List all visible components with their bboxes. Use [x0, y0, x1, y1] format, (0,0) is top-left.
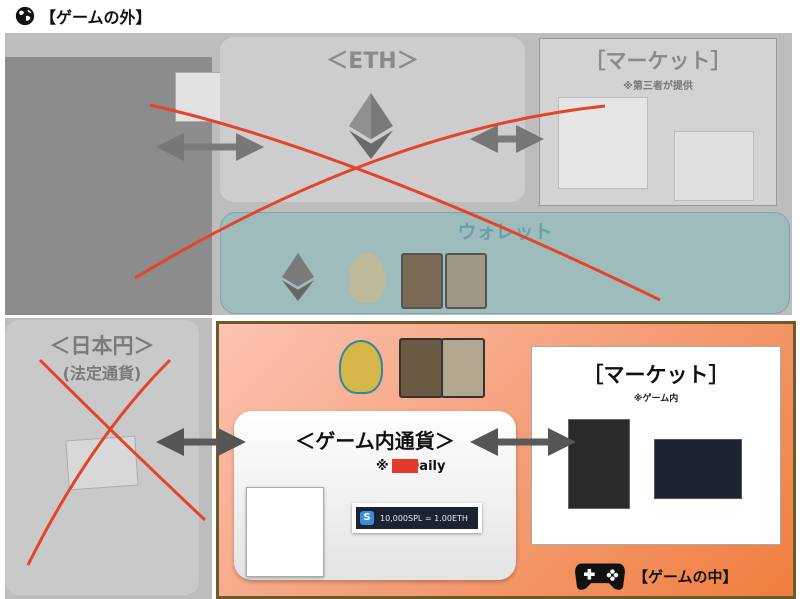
game-card-1: [399, 338, 443, 398]
game-card-2: [441, 338, 485, 398]
game-character-icon: [339, 340, 383, 394]
in-game-market-box: ［マーケット］ ※ゲーム内: [531, 346, 781, 545]
jpy-label: ＜日本円＞: [49, 334, 155, 358]
spl-token-icon: S: [360, 511, 374, 525]
eth-box: ＜ETH＞: [220, 37, 525, 202]
gamepad-icon: [575, 563, 625, 590]
jpy-box: ＜日本円＞ (法定通貨): [5, 320, 199, 595]
inside-title-row: 【ゲームの中】: [573, 560, 738, 592]
eth-label: ＜ETH＞: [326, 49, 419, 74]
game-currency-box: ＜ゲーム内通貨＞ ※ orDaily S 10,000SPL = 1.00ETH: [234, 411, 516, 580]
wallet-label: ウォレット: [457, 221, 553, 243]
ethereum-icon: [349, 93, 393, 159]
exchange-rate-banner: S 10,000SPL = 1.00ETH: [352, 503, 482, 533]
globe-icon: [15, 6, 35, 26]
exchange-rate-text: 10,000SPL = 1.00ETH: [380, 513, 468, 523]
in-game-market-phone-screenshot: [568, 419, 630, 509]
wallet-box: ウォレット: [220, 212, 790, 314]
inside-title: 【ゲームの中】: [633, 567, 738, 586]
wallet-card-1: [401, 253, 443, 309]
in-game-market-note: ※ゲーム内: [633, 394, 679, 404]
ethereum-icon: [282, 253, 314, 301]
outside-title: 【ゲームの外】: [40, 8, 152, 27]
currency-list-screenshot: [246, 487, 324, 577]
outside-header: 【ゲームの外】: [14, 4, 152, 28]
wallet-card-2: [445, 253, 487, 309]
jpy-sub-label: (法定通貨): [62, 364, 142, 383]
in-game-market-card-grid: [654, 439, 742, 499]
external-market-note: ※第三者が提供: [623, 81, 693, 92]
jpy-cash-image: [65, 435, 139, 491]
market-screenshot-2: [674, 131, 754, 201]
market-screenshot-1: [558, 97, 648, 189]
redacted-mark: [392, 459, 418, 473]
external-market-box: ［マーケット］ ※第三者が提供: [539, 38, 777, 206]
external-market-label: ［マーケット］: [584, 49, 732, 73]
currency-label: ＜ゲーム内通貨＞: [295, 429, 455, 453]
in-game-market-label: ［マーケット］: [582, 363, 730, 387]
wallet-character-icon: [349, 253, 385, 303]
